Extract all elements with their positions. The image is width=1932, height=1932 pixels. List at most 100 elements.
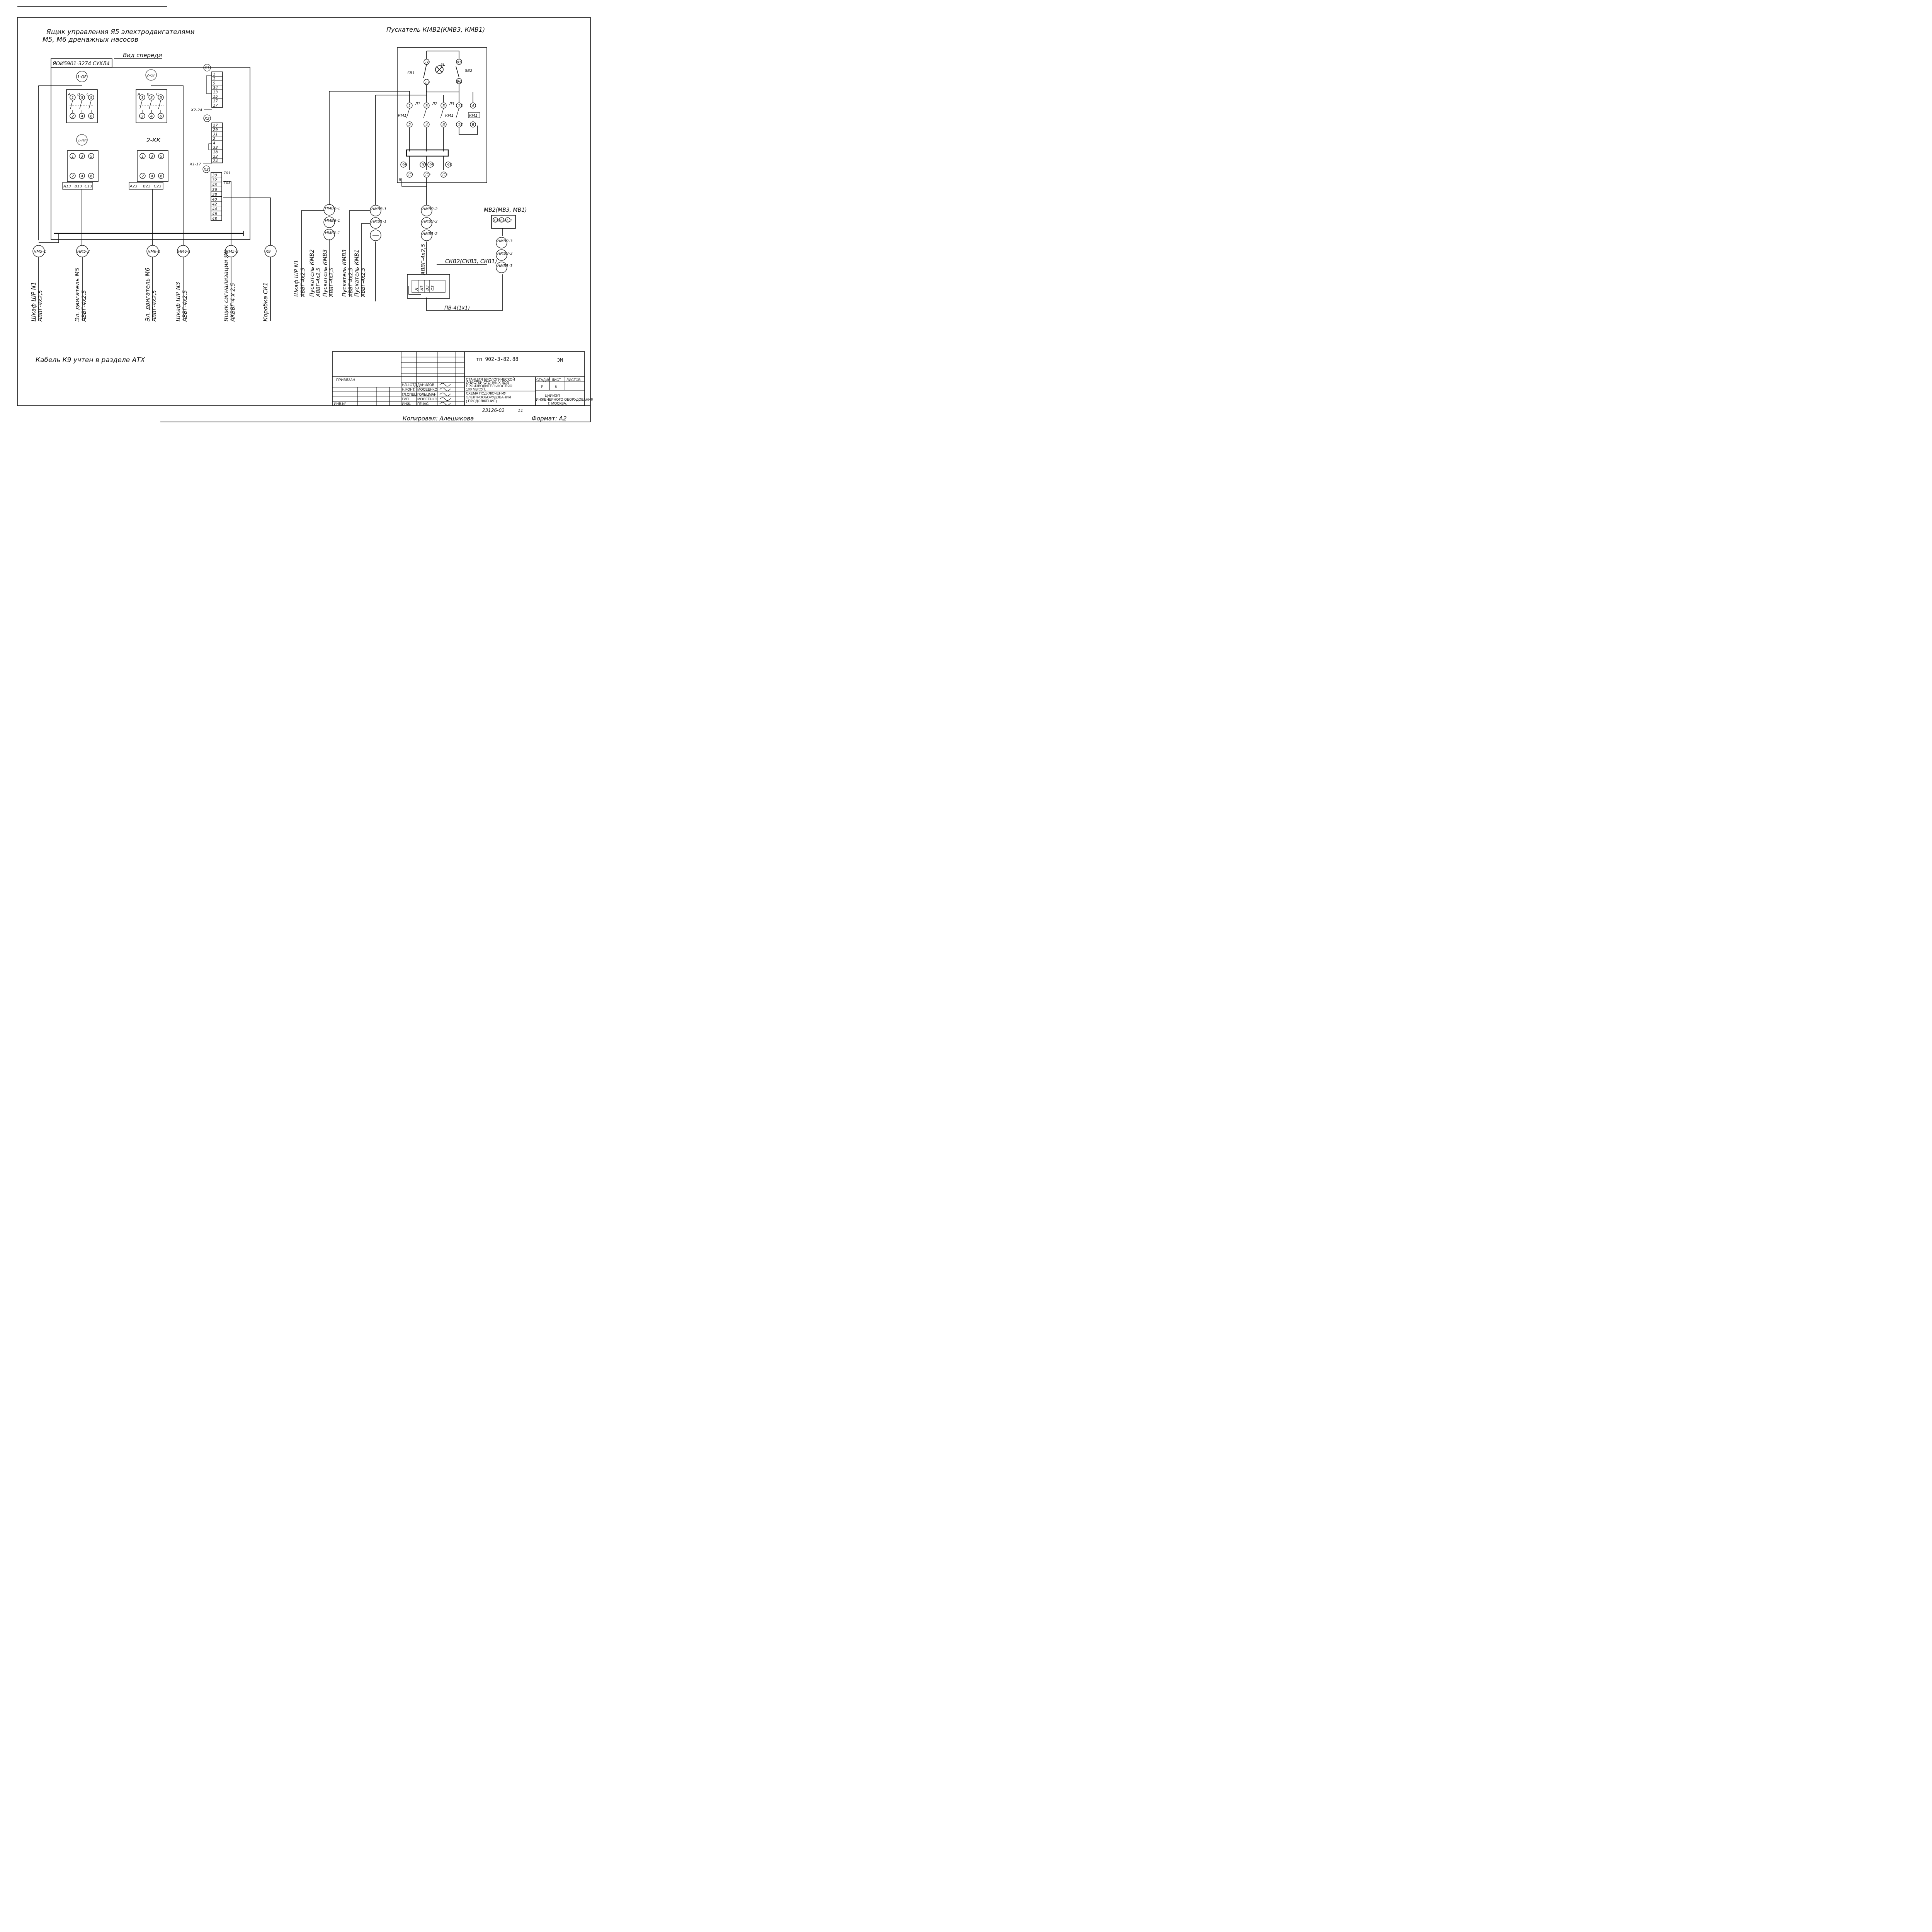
cable-type: АВВГ-4х2,5	[329, 268, 335, 297]
relay-top-terminal-circle	[79, 153, 85, 159]
breaker-tag: 2-QF	[146, 73, 156, 78]
relay-top-terminal-circle	[149, 153, 155, 159]
box-type-label: ЯОИ5901-3274 СУХЛ4	[52, 61, 110, 67]
relay-body	[137, 150, 168, 182]
svg-text:95: 95	[457, 60, 462, 65]
stamp-role: Н.КОНТ.	[402, 388, 415, 391]
cable-marker-label: НМ6-2	[148, 250, 160, 254]
breaker-top-terminal: 5	[90, 96, 92, 100]
motor-terminal-circle	[493, 217, 498, 223]
strip-terminal-label: 30	[212, 173, 217, 178]
cable-destination: Пускатель КМВ3	[322, 250, 328, 297]
cable-type: АВВГ-4х2,5	[182, 290, 188, 322]
cable-marker-label: НМ5-2	[77, 250, 90, 254]
cable-type: АВВГ-4х2,5	[316, 268, 321, 297]
right-cable-markers: НМВ2-1НМВ3-1НМВ1-1НМВ3-1НМВ1-1НМВ2-2НМВ3…	[323, 204, 512, 273]
cable-marker-circle	[496, 249, 507, 261]
sheet-title-line: СХЕМА ПОДКЛЮЧЕНИЯ	[466, 391, 507, 395]
motor-terminal: С3	[507, 218, 512, 223]
contactor-label: КМ1	[398, 114, 406, 118]
relay-tag-circle	[76, 134, 88, 146]
front-view-label: Вид спереди	[123, 52, 162, 59]
strip-terminal-label: 15	[213, 95, 218, 99]
org-name: ЦНИИЭП	[545, 394, 560, 398]
project-line: 100 М3/СУТ.	[466, 388, 486, 391]
cable-marker-circle	[370, 217, 381, 229]
cable-marker-label: НМВ3-1	[325, 219, 340, 223]
cable-label-group: АВВГ-4х2,5	[420, 244, 427, 276]
breaker-bottom-terminal: 6	[90, 114, 92, 119]
cable-marker-label: НМВ1-1	[371, 219, 386, 224]
cable-marker-label: НМВ2-3	[497, 239, 512, 243]
cable-marker-circle	[323, 216, 335, 228]
relay-bottom-terminal-circle	[79, 173, 85, 179]
copied-by: Копировал: Алешикова	[403, 415, 474, 422]
motor-terminal-circle	[505, 217, 510, 223]
cable-marker-label: НМВ3-2	[422, 219, 437, 224]
cable-marker-label: НМ5-1	[34, 250, 46, 254]
skv-title: СКВ2(СКВ3, СКВ1)	[445, 259, 497, 265]
svg-text:18: 18	[425, 60, 430, 65]
skv-terminal-label: В3	[425, 286, 430, 291]
org-city: Г. МОСКВА.	[548, 401, 567, 405]
svg-text:С13: С13	[85, 184, 92, 189]
starter-mid-terminal-circle	[406, 121, 413, 128]
breaker-bottom-terminal: 2	[71, 114, 74, 119]
relay-bottom-terminal: 2	[71, 174, 74, 179]
strip-tag: Х3	[203, 168, 209, 172]
drawing-sheet: Ящик управления Я5 электродвигателями М5…	[0, 0, 606, 429]
org-subtitle: ИНЖЕНЕРНОГО ОБОРУДОВАНИЯ	[536, 398, 593, 401]
cable-destination: Пускатель КМВ2	[309, 249, 315, 297]
relay-top-terminal-circle	[70, 153, 76, 159]
doc-code: тп 902-3-82.88	[476, 357, 519, 362]
stage-value: Р	[541, 385, 543, 389]
starter-outline	[397, 47, 487, 183]
relay-top-terminal: 3	[151, 155, 153, 159]
breaker-top-terminal-circle	[158, 94, 164, 100]
strip-terminal-label: 2	[213, 137, 215, 141]
starter-mid-terminal: 14	[458, 123, 463, 127]
strip-terminal-label: 31	[213, 133, 218, 137]
relay-top-terminal-circle	[158, 153, 164, 159]
cable-destination: Шкаф ШР N1	[30, 282, 37, 321]
breaker-top-terminal-circle	[88, 94, 94, 100]
phase-line-label: Л2	[432, 102, 437, 106]
right-vertical-wires	[301, 91, 503, 311]
stamp-name: ГОЛЬЦМАН	[417, 393, 437, 396]
relay1-outputs: А13 В13 С13	[62, 182, 93, 190]
skv-box	[407, 274, 450, 299]
motor-box-title: МВ2(МВ3, МВ1)	[484, 207, 527, 213]
cable-type: АВВГ-4х2,5	[81, 290, 87, 322]
breaker-top-terminal-circle	[70, 94, 76, 100]
starter-line-terminal: 1	[408, 104, 411, 108]
strip-terminal-label: 27	[213, 124, 218, 128]
skv-terminal-label: А3	[420, 286, 424, 291]
breaker-tag-circle	[145, 69, 157, 81]
stamp-role: ГИП	[402, 397, 409, 401]
breaker-bottom-terminal: 4	[81, 114, 83, 119]
lamp-el-icon	[435, 65, 444, 74]
relay-top-terminal: 3	[81, 155, 83, 159]
strip-terminal-label: 4	[213, 141, 215, 146]
breaker-bottom-terminal: 6	[160, 114, 162, 119]
strip-terminal-label: 17	[213, 99, 218, 104]
skv-terminal-label: С3	[431, 286, 435, 291]
cable-marker-circle	[421, 230, 432, 241]
cable-destination: Ящик сигнализации ЯС	[223, 250, 230, 322]
project-line: ОЧИСТКИ СТОЧНЫХ ВОД	[466, 381, 509, 385]
starter-line-terminal: 3	[425, 104, 428, 108]
svg-text:В23: В23	[143, 184, 151, 189]
breaker-top-terminal: 3	[150, 96, 153, 100]
relay2-outputs: А23 В23 С23	[129, 182, 163, 190]
